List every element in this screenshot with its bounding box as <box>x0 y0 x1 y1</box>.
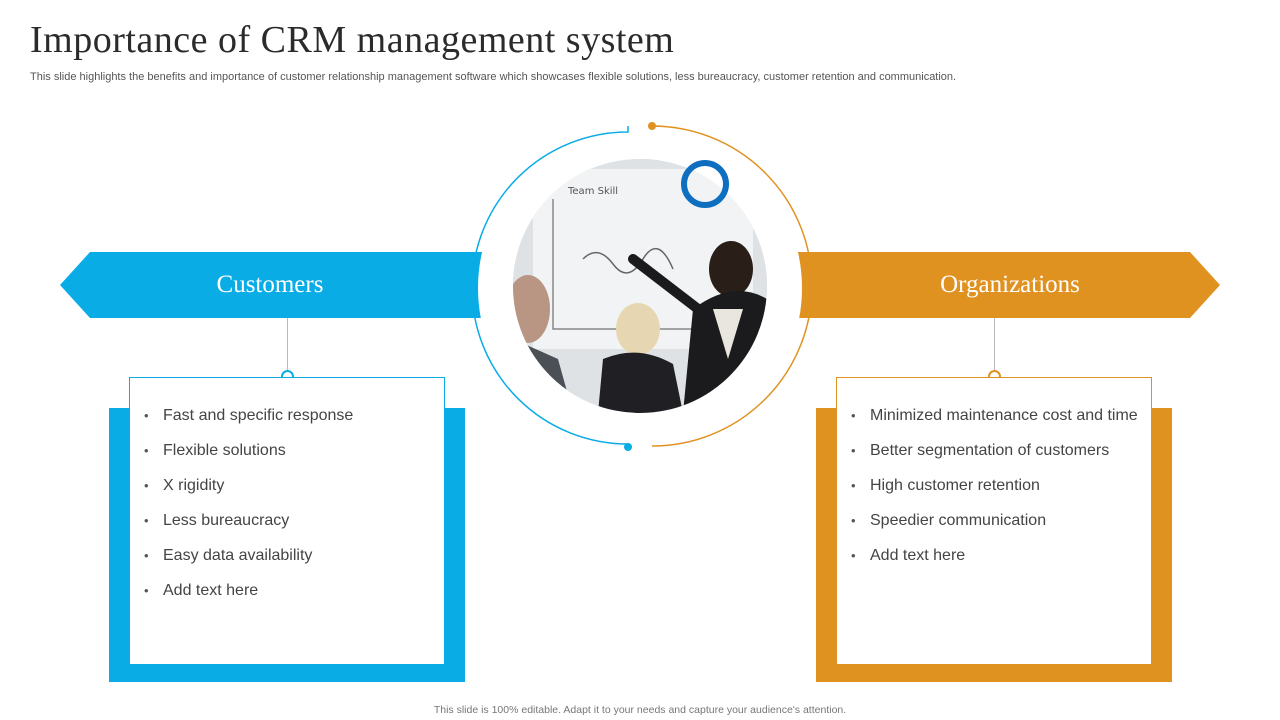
list-item: Speedier communication <box>851 509 1145 544</box>
svg-text:Team Skill: Team Skill <box>567 186 618 197</box>
customers-ribbon: Customers <box>60 252 500 318</box>
whiteboard-meeting-photo-icon: Team Skill <box>513 159 767 413</box>
organizations-list: Minimized maintenance cost and time Bett… <box>851 404 1145 579</box>
list-item: Add text here <box>851 544 1145 579</box>
decorative-ring-icon <box>681 160 729 208</box>
orange-arc-dot <box>648 122 656 130</box>
organizations-panel: Minimized maintenance cost and time Bett… <box>836 377 1152 665</box>
organizations-ribbon: Organizations <box>780 252 1220 318</box>
list-item: X rigidity <box>144 474 438 509</box>
blue-arc <box>471 126 629 445</box>
list-item: Fast and specific response <box>144 404 438 439</box>
organizations-connector <box>994 318 995 373</box>
list-item: Flexible solutions <box>144 439 438 474</box>
list-item: Add text here <box>144 579 438 614</box>
meeting-photo: Team Skill <box>513 159 767 413</box>
organizations-label: Organizations <box>940 271 1080 298</box>
footer-note: This slide is 100% editable. Adapt it to… <box>433 704 847 716</box>
list-item: High customer retention <box>851 474 1145 509</box>
list-item: Minimized maintenance cost and time <box>851 404 1145 439</box>
page-subtitle: This slide highlights the benefits and i… <box>30 71 957 83</box>
list-item: Less bureaucracy <box>144 509 438 544</box>
list-item: Better segmentation of customers <box>851 439 1145 474</box>
list-item: Easy data availability <box>144 544 438 579</box>
blue-arc-dot <box>624 443 632 451</box>
orange-arc <box>651 125 810 447</box>
page-title: Importance of CRM management system <box>30 19 675 61</box>
customers-label: Customers <box>216 271 324 298</box>
customers-connector <box>287 318 288 373</box>
customers-panel: Fast and specific response Flexible solu… <box>129 377 445 665</box>
customers-list: Fast and specific response Flexible solu… <box>144 404 438 614</box>
